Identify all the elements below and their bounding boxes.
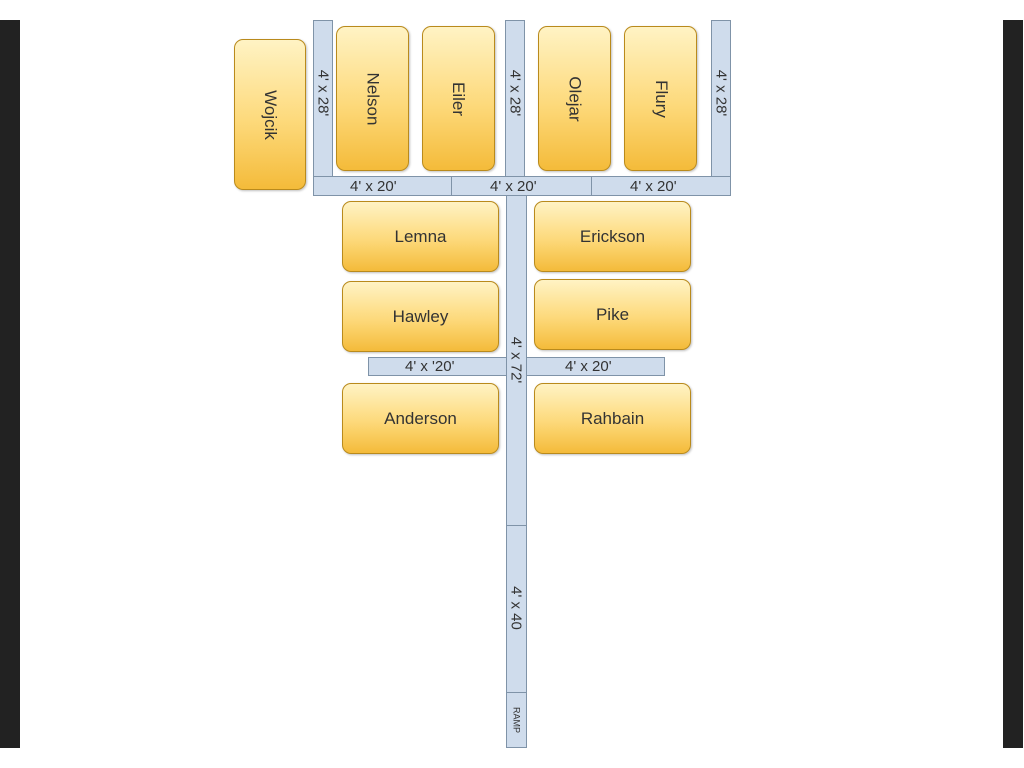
- plot-olejar-label: Olejar: [565, 75, 585, 122]
- plot-anderson-label: Anderson: [384, 408, 457, 428]
- walkway-mid-right: [526, 357, 665, 376]
- plot-pike-label: Pike: [595, 304, 630, 324]
- walkway-top-left-vertical-label: 4' x 28': [314, 69, 332, 117]
- walkway-ramp-label: RAMP: [511, 706, 522, 734]
- walkway-cross-right: [591, 176, 731, 196]
- plot-flury: Flury: [624, 26, 697, 171]
- plot-flury-label: Flury: [651, 79, 671, 118]
- plot-lemna-label: Lemna: [394, 226, 447, 246]
- plot-pike: Pike: [534, 279, 691, 350]
- plot-hawley-label: Hawley: [392, 306, 449, 326]
- plot-nelson: Nelson: [336, 26, 409, 171]
- plot-anderson: Anderson: [342, 383, 499, 454]
- plot-olejar: Olejar: [538, 26, 611, 171]
- plot-hawley: Hawley: [342, 281, 499, 352]
- plot-erickson-label: Erickson: [579, 226, 646, 246]
- walkway-ramp: [506, 692, 527, 748]
- plot-rahbain-label: Rahbain: [580, 408, 645, 428]
- walkway-lower-spine-label: 4' x 40: [507, 586, 525, 630]
- plot-wojcik-label: Wojcik: [261, 89, 280, 140]
- right-edge-bar: [1003, 20, 1023, 748]
- walkway-mid-right-label: 4' x 20': [565, 358, 612, 375]
- plot-eiler-label: Eiler: [449, 81, 469, 116]
- plot-lemna: Lemna: [342, 201, 499, 272]
- walkway-cross-left-label: 4' x 20': [350, 178, 397, 195]
- plot-nelson-label: Nelson: [363, 72, 383, 125]
- walkway-cross-center-label: 4' x 20': [490, 178, 537, 195]
- left-edge-bar: [0, 20, 20, 748]
- walkway-mid-left: [368, 357, 507, 376]
- walkway-mid-left-label: 4' x '20': [405, 358, 455, 375]
- walkway-top-center-vertical-label: 4' x 28': [506, 69, 524, 117]
- plot-wojcik: Wojcik: [234, 39, 306, 190]
- walkway-cross-right-label: 4' x 20': [630, 178, 677, 195]
- walkway-main-spine-label: 4' x 72': [507, 336, 525, 384]
- plot-rahbain: Rahbain: [534, 383, 691, 454]
- plot-erickson: Erickson: [534, 201, 691, 272]
- plot-eiler: Eiler: [422, 26, 495, 171]
- walkway-top-right-vertical-label: 4' x 28': [712, 69, 730, 117]
